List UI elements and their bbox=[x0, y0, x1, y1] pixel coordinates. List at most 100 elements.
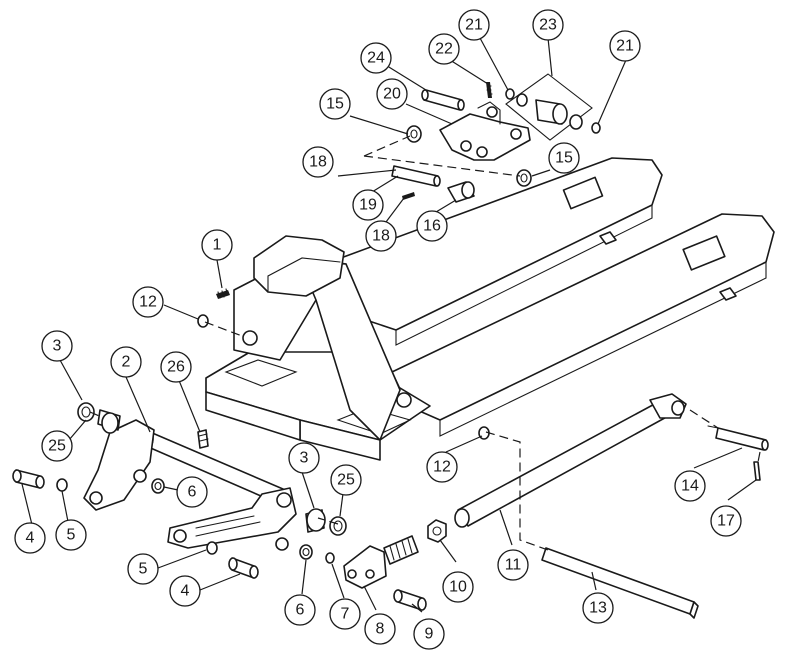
svg-text:4: 4 bbox=[26, 530, 35, 547]
part-6-bushing-right bbox=[299, 544, 313, 560]
part-22-grease-pin bbox=[486, 82, 493, 98]
chassis-frame bbox=[205, 235, 431, 461]
svg-text:11: 11 bbox=[505, 557, 522, 574]
part-6-bushing-left bbox=[151, 478, 165, 494]
callout-21-right: 21 bbox=[609, 30, 641, 62]
callout-15-upper: 15 bbox=[319, 88, 351, 120]
part-21-ring-left bbox=[505, 88, 515, 100]
part-26-roll-pin bbox=[197, 429, 209, 449]
callout-25-right: 25 bbox=[330, 464, 362, 496]
svg-text:1: 1 bbox=[213, 237, 222, 254]
callout-1: 1 bbox=[201, 229, 233, 261]
part-25-bushing-left bbox=[77, 402, 95, 422]
callout-17: 17 bbox=[710, 505, 742, 537]
callout-5-right: 5 bbox=[127, 553, 159, 585]
part-13-shaft bbox=[541, 547, 699, 619]
svg-text:18: 18 bbox=[309, 154, 327, 171]
fork-tine-lower bbox=[391, 213, 775, 437]
callout-3-left: 3 bbox=[41, 330, 73, 362]
svg-text:15: 15 bbox=[555, 150, 573, 167]
callout-8: 8 bbox=[364, 613, 396, 645]
svg-text:23: 23 bbox=[539, 17, 557, 34]
callout-24: 24 bbox=[360, 42, 392, 74]
callout-18-lower: 18 bbox=[365, 220, 397, 252]
callout-14: 14 bbox=[674, 470, 706, 502]
svg-text:12: 12 bbox=[433, 459, 451, 476]
callout-6-left: 6 bbox=[176, 476, 208, 508]
svg-text:25: 25 bbox=[48, 438, 66, 455]
alignment-lines bbox=[89, 135, 761, 551]
part-21-ring-right bbox=[591, 122, 601, 134]
svg-text:18: 18 bbox=[372, 228, 390, 245]
callout-23: 23 bbox=[532, 9, 564, 41]
callout-12-right: 12 bbox=[426, 451, 458, 483]
callout-9: 9 bbox=[413, 618, 445, 650]
svg-text:20: 20 bbox=[383, 86, 401, 103]
svg-text:3: 3 bbox=[300, 450, 309, 467]
callout-5-left: 5 bbox=[55, 519, 87, 551]
svg-text:2: 2 bbox=[122, 354, 131, 371]
callout-2: 2 bbox=[110, 346, 142, 378]
svg-text:21: 21 bbox=[465, 17, 483, 34]
part-3-wheel-left bbox=[97, 409, 121, 434]
part-8-clevis-rod bbox=[343, 535, 419, 589]
part-18-pin bbox=[402, 192, 415, 200]
callout-11: 11 bbox=[497, 549, 529, 581]
part-10-nut bbox=[427, 519, 447, 543]
callout-10: 10 bbox=[442, 571, 474, 603]
callout-16: 16 bbox=[416, 210, 448, 242]
part-15-bushing-upper bbox=[406, 125, 422, 143]
callout-18-upper: 18 bbox=[302, 146, 334, 178]
svg-text:7: 7 bbox=[341, 606, 350, 623]
part-4-pin-left bbox=[12, 469, 45, 489]
callout-19: 19 bbox=[352, 189, 384, 221]
callout-7: 7 bbox=[329, 598, 361, 630]
svg-text:6: 6 bbox=[188, 484, 197, 501]
part-15-bushing-lower bbox=[516, 169, 532, 187]
part-4-pin-right bbox=[228, 557, 259, 579]
svg-text:25: 25 bbox=[337, 472, 355, 489]
part-11-push-rod bbox=[454, 393, 687, 528]
svg-text:21: 21 bbox=[616, 38, 634, 55]
part-17-split-pin bbox=[753, 461, 761, 481]
svg-text:26: 26 bbox=[167, 359, 185, 376]
svg-text:4: 4 bbox=[181, 583, 190, 600]
svg-text:15: 15 bbox=[326, 96, 344, 113]
svg-text:10: 10 bbox=[449, 579, 467, 596]
callout-26: 26 bbox=[160, 351, 192, 383]
fork-tip-rollers bbox=[599, 231, 737, 301]
part-19-rod bbox=[391, 165, 441, 187]
svg-text:19: 19 bbox=[359, 197, 377, 214]
part-23-roller-assembly bbox=[505, 73, 593, 141]
svg-text:3: 3 bbox=[53, 338, 62, 355]
part-7-ring bbox=[325, 552, 335, 564]
svg-text:14: 14 bbox=[681, 478, 699, 495]
callout-13: 13 bbox=[582, 592, 614, 624]
svg-text:17: 17 bbox=[717, 513, 735, 530]
part-12-bearing-left bbox=[197, 314, 209, 328]
callout-4-left: 4 bbox=[14, 522, 46, 554]
svg-text:12: 12 bbox=[139, 294, 157, 311]
svg-text:8: 8 bbox=[376, 621, 385, 638]
part-5-washer-right bbox=[206, 541, 218, 555]
part-14-pin bbox=[707, 425, 769, 451]
svg-text:9: 9 bbox=[425, 626, 434, 643]
part-25-bushing-right bbox=[329, 516, 347, 536]
part-1-screw bbox=[216, 288, 230, 299]
svg-text:13: 13 bbox=[589, 600, 607, 617]
part-16-roller bbox=[447, 181, 475, 203]
callout-25-left: 25 bbox=[41, 430, 73, 462]
callout-20: 20 bbox=[376, 78, 408, 110]
callout-15-lower: 15 bbox=[548, 142, 580, 174]
callout-3-right: 3 bbox=[288, 442, 320, 474]
left-wheel-bracket bbox=[83, 419, 155, 511]
svg-text:5: 5 bbox=[139, 561, 148, 578]
part-20-roller-bracket bbox=[439, 101, 531, 161]
callout-21-left: 21 bbox=[458, 9, 490, 41]
callout-12-left: 12 bbox=[132, 286, 164, 318]
svg-text:22: 22 bbox=[435, 41, 453, 58]
callout-4-right: 4 bbox=[169, 575, 201, 607]
callout-22: 22 bbox=[428, 33, 460, 65]
